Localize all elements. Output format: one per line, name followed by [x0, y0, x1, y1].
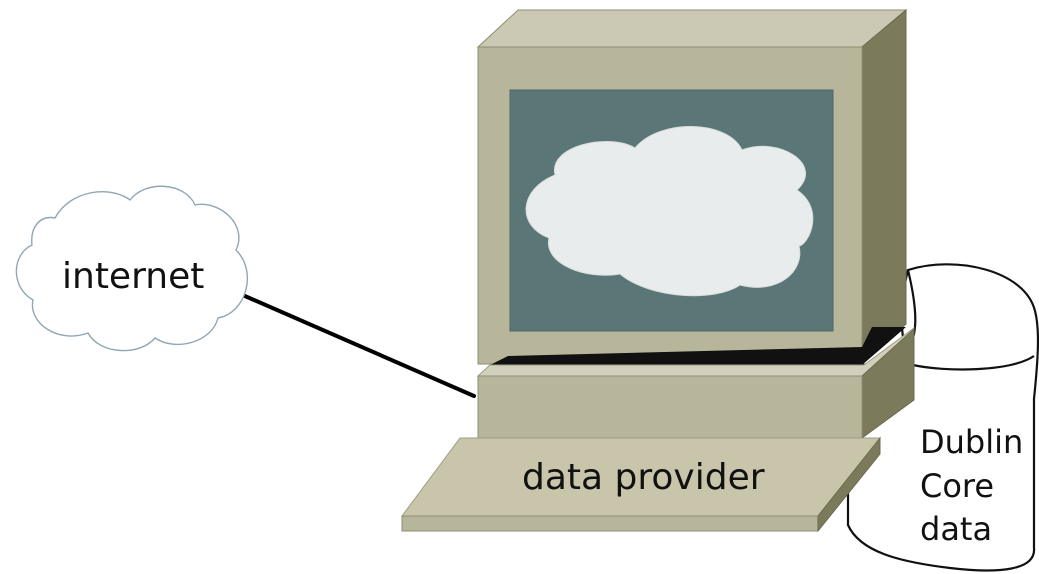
screen-cloud-icon — [525, 126, 814, 297]
monitor-side — [861, 8, 907, 366]
network-connection-line — [236, 291, 476, 398]
keyboard-side — [817, 436, 881, 533]
monitor-top — [476, 9, 908, 48]
monitor-icon — [476, 8, 908, 366]
base-shadow — [490, 327, 906, 365]
dublin-label: Dublin — [920, 423, 1023, 461]
keyboard-front — [401, 515, 819, 532]
core-label: Core — [920, 467, 994, 505]
dublin-core-data-cylinder: Dublin Core data — [846, 263, 1039, 572]
keyboard: data provider — [401, 436, 882, 533]
internet-label: internet — [62, 256, 204, 297]
data-label: data — [920, 510, 992, 548]
internet-cloud-icon: internet — [15, 185, 249, 352]
computer-base — [476, 327, 915, 439]
data-provider-label: data provider — [522, 457, 765, 498]
base-front — [477, 375, 863, 439]
data-provider-computer-icon: data provider — [401, 8, 915, 533]
